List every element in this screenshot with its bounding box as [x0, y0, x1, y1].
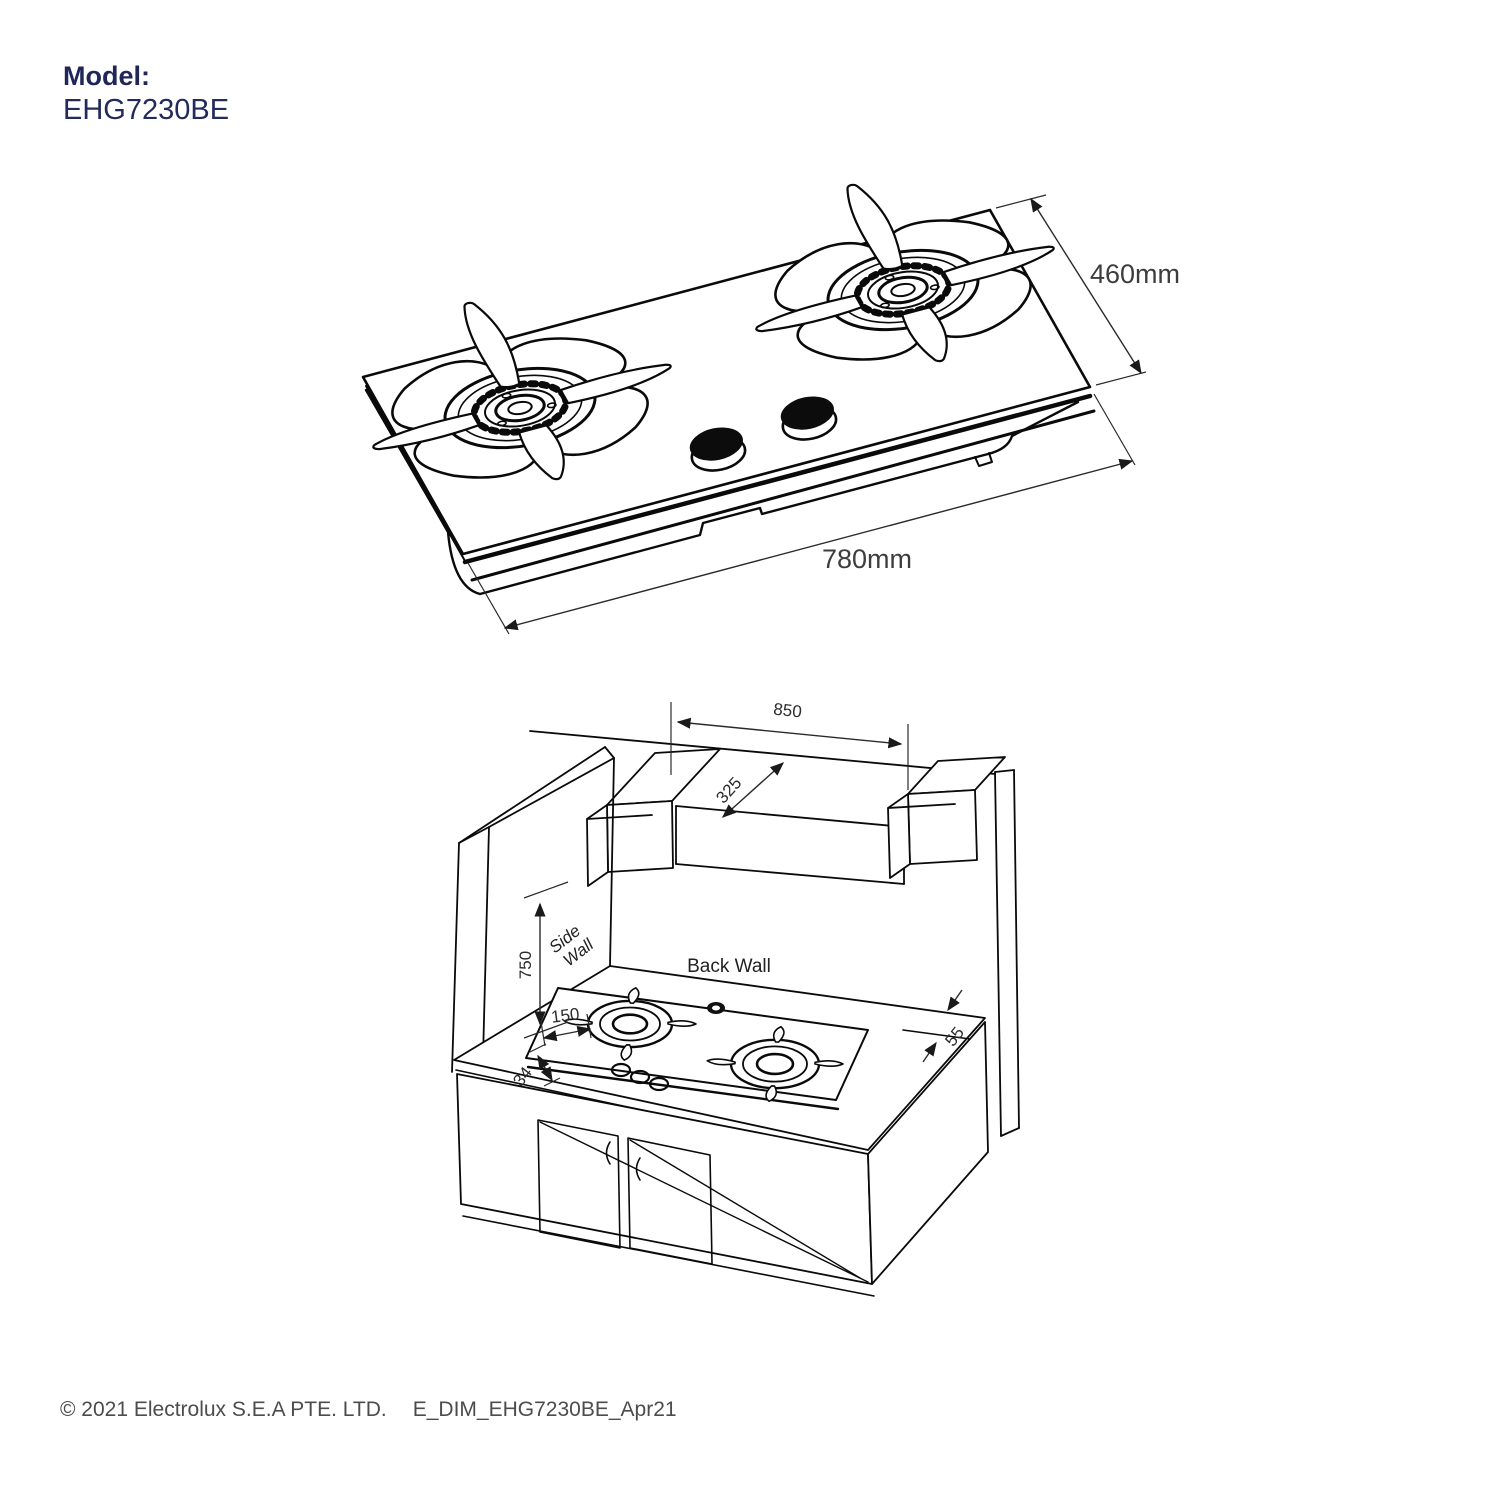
hood-recess-bottom-edge: [675, 863, 905, 885]
model-block: Model: EHG7230BE: [63, 60, 229, 128]
door-handle-left: [605, 1141, 611, 1165]
burner-bolt: [880, 302, 890, 308]
hob-top-view: 460mm 780mm: [315, 146, 1180, 635]
cabinet-door-right: [627, 1137, 713, 1265]
hob-burner-left: [564, 988, 696, 1061]
hob-burner-fingers: [564, 988, 696, 1061]
dimension-hood-depth-325: 325: [712, 762, 785, 818]
burner-cap: [490, 391, 549, 426]
width-label: 780mm: [822, 544, 912, 574]
wall-height-label: 750: [516, 951, 535, 979]
right-wall: [994, 769, 1020, 1137]
burner-cap-rim: [860, 265, 946, 315]
side-wall: [451, 746, 615, 1073]
cabinet-diagonal-1: [539, 1121, 869, 1283]
burner-cap-center: [889, 282, 918, 299]
hob-knobs: [610, 1062, 670, 1092]
dimension-wall-height-750: 750: [516, 881, 569, 1039]
pan-support-finger-right: [560, 360, 676, 404]
knob-right: [780, 396, 838, 441]
burner-cap-rim: [477, 383, 563, 433]
hob-burner-right: [707, 1026, 843, 1101]
side-clearance-label: 150: [550, 1004, 580, 1026]
hob-burner-fingers: [707, 1026, 843, 1101]
pan-support-finger-front: [900, 307, 960, 365]
burner-bolt: [547, 402, 557, 408]
burner-bolt: [930, 284, 940, 290]
dimension-hood-width-850: 850: [670, 700, 909, 790]
cabinet-diagonal-2: [629, 1139, 861, 1279]
upper-cabinet-back-edge: [529, 730, 996, 775]
burner-bolt: [497, 420, 507, 426]
upper-cabinet-right-block: [887, 756, 1006, 879]
hob-igniter: [707, 1002, 725, 1014]
model-number: EHG7230BE: [63, 94, 230, 126]
pan-support-finger-left: [752, 295, 862, 336]
base-cabinet: [456, 1021, 989, 1297]
footer: © 2021 Electrolux S.E.A PTE. LTD. E_DIM_E…: [60, 1398, 677, 1422]
dimension-width-780: 780mm: [467, 393, 1136, 635]
burner-cap-center: [506, 400, 535, 417]
burner-cap: [873, 273, 932, 308]
hob-installed: [525, 987, 869, 1111]
depth-label: 460mm: [1090, 259, 1180, 289]
hood-recess-top-edge: [675, 805, 905, 828]
burner-bolt: [884, 275, 894, 281]
burner-bolt: [501, 393, 511, 399]
burner-right: [698, 146, 1095, 399]
hob-glass-edge: [526, 1065, 840, 1111]
pan-support-finger-left: [369, 413, 479, 454]
back-wall-label: Back Wall: [687, 956, 771, 977]
pan-support-finger-back: [454, 299, 530, 389]
doc-code: E_DIM_EHG7230BE_Apr21: [412, 1398, 677, 1421]
dimension-depth-460: 460mm: [995, 194, 1180, 386]
hood-width-label: 850: [772, 700, 802, 722]
burner-left: [315, 264, 712, 517]
dimension-side-clearance-150: 150: [540, 1004, 592, 1047]
pan-support-finger-back: [837, 181, 913, 271]
side-wall-label: Side Wall: [545, 918, 599, 972]
model-label: Model:: [63, 61, 150, 91]
installation-view: 850 325 Side Wall: [451, 700, 1020, 1297]
upper-cabinet-left-block: [586, 748, 721, 887]
copyright-text: © 2021 Electrolux S.E.A PTE. LTD.: [60, 1398, 387, 1421]
cabinet-door-left: [537, 1119, 621, 1249]
